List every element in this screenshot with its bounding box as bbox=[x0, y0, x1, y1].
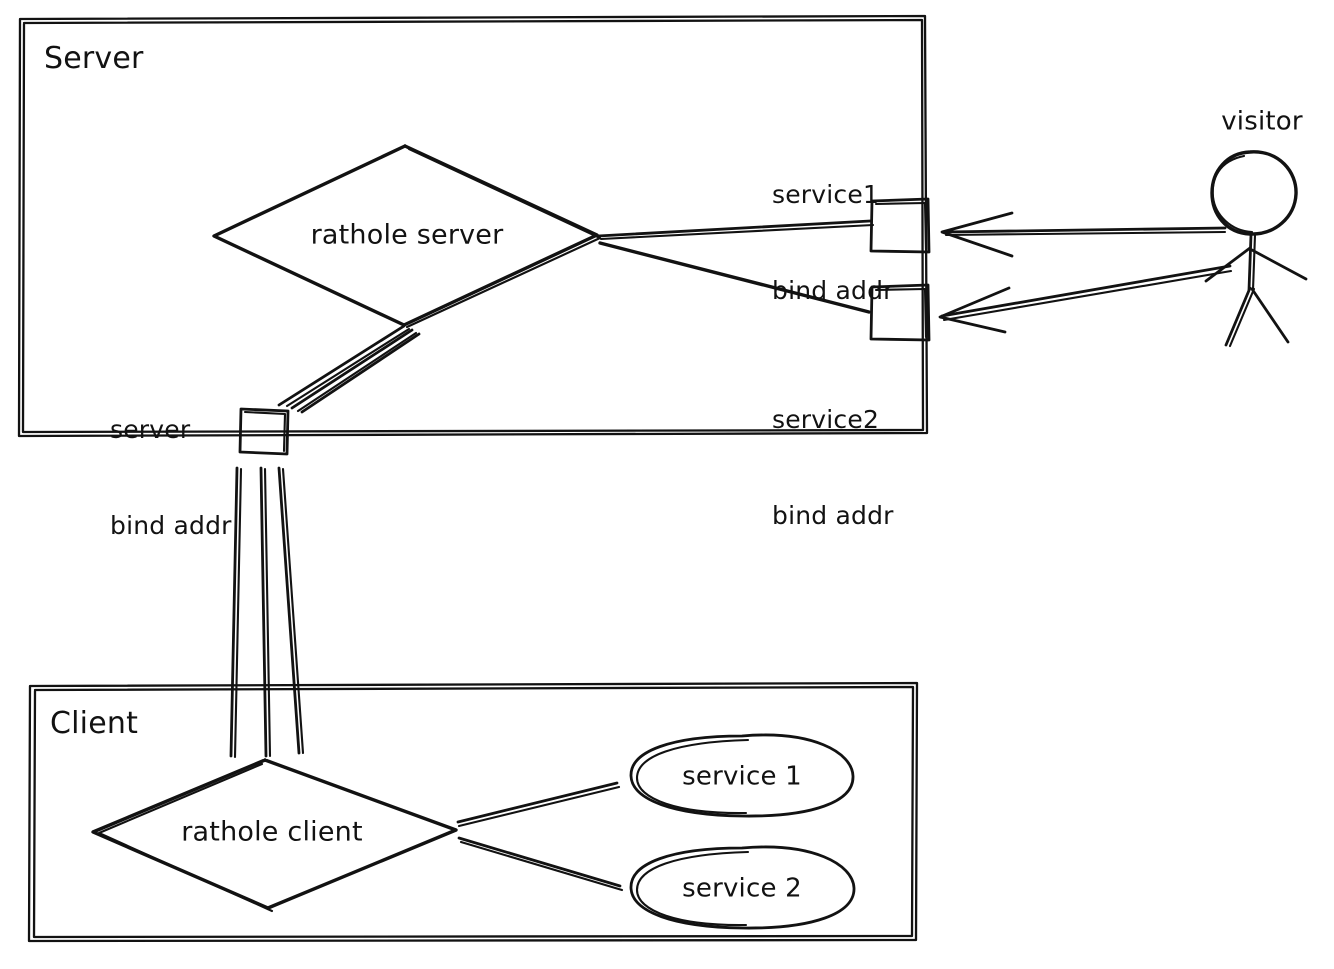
server-bind-addr-label-line1: server bbox=[110, 415, 191, 444]
server-bind-addr-label-line2: bind addr bbox=[110, 511, 232, 540]
service2-bind-addr-label-line1: service2 bbox=[772, 405, 880, 434]
client-container-shape[interactable] bbox=[27, 681, 919, 943]
server-bind-addr-port[interactable] bbox=[238, 407, 290, 456]
edge-rathole-server-to-server-bind bbox=[277, 324, 421, 414]
rathole-client-label: rathole client bbox=[181, 816, 363, 848]
service1-ellipse-shape[interactable] bbox=[629, 733, 855, 818]
service1-bind-addr-label-line2: bind addr bbox=[772, 276, 894, 305]
service2-bind-addr-port[interactable] bbox=[869, 283, 931, 342]
edge-rathole-server-to-service2-bind bbox=[598, 241, 871, 314]
edge-rathole-client-to-service1 bbox=[456, 781, 621, 828]
server-container-title: Server bbox=[44, 41, 144, 76]
edge-rathole-client-to-service2 bbox=[457, 836, 624, 892]
edge-server-bind-to-rathole-client bbox=[229, 466, 305, 759]
server-container-shape[interactable] bbox=[17, 14, 929, 438]
service1-label: service 1 bbox=[682, 761, 802, 792]
edge-visitor-to-service1-bind bbox=[940, 211, 1227, 258]
service2-bind-addr-label-line2: bind addr bbox=[772, 501, 894, 530]
service2-label: service 2 bbox=[682, 873, 802, 904]
edge-visitor-to-service2-bind bbox=[938, 264, 1233, 334]
rathole-server-label: rathole server bbox=[310, 219, 504, 251]
edge-rathole-server-to-service1-bind bbox=[596, 219, 875, 241]
rathole-client-diamond[interactable] bbox=[91, 758, 458, 913]
server-bind-addr-label: server bind addr bbox=[110, 350, 232, 606]
service1-bind-addr-port[interactable] bbox=[869, 197, 931, 254]
service1-bind-addr-label-line1: service1 bbox=[772, 180, 880, 209]
service2-ellipse-shape[interactable] bbox=[629, 845, 856, 930]
visitor-label: visitor bbox=[1221, 106, 1303, 137]
client-container-title: Client bbox=[50, 706, 139, 741]
visitor-stick-figure[interactable] bbox=[1204, 150, 1308, 348]
service1-bind-addr-label: service1 bind addr bbox=[772, 115, 894, 371]
service2-bind-addr-label: service2 bind addr bbox=[772, 340, 894, 596]
